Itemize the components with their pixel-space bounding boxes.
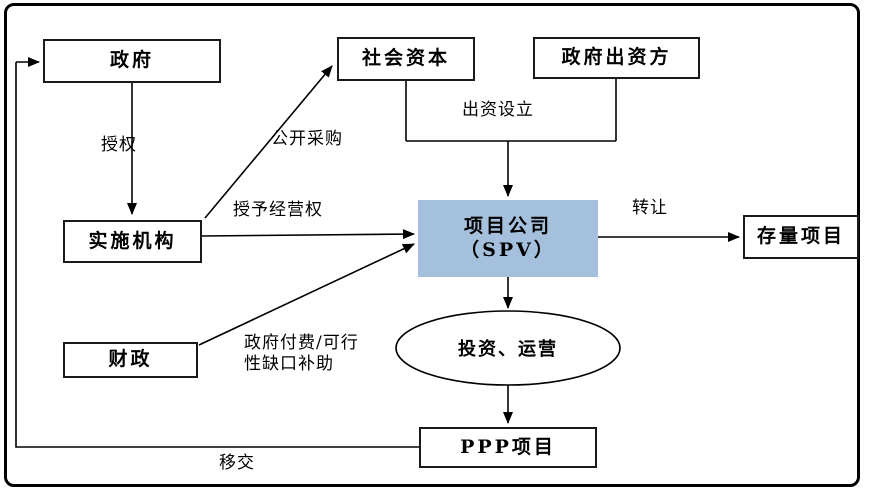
edge-label-gov-pay-subsidy: 政府付费/可行 性缺口补助 [244,333,359,375]
edge-label-authorize: 授权 [101,135,137,155]
edge-label-transfer-assign: 转让 [632,198,668,218]
edge-label-grant-franchise: 授予经营权 [233,200,323,220]
edge-handover-loop [15,62,419,448]
node-existing-projects: 存量项目 [743,215,859,259]
node-spv: 项目公司 （SPV） [418,200,598,277]
edge-grant-franchise [201,229,415,240]
edge-label-invest-establish: 出资设立 [462,100,534,120]
node-implementing-agency: 实施机构 [63,220,202,263]
node-invest-operate-label: 投资、运营 [458,339,558,360]
node-gov-investor-label: 政府出资方 [561,46,672,69]
node-social-capital-label: 社会资本 [361,47,450,70]
node-government-label: 政府 [109,49,154,72]
edge-label-handover: 移交 [219,453,255,473]
edge-label-gov-pay-line2: 性缺口补助 [244,354,334,374]
node-gov-investor: 政府出资方 [533,37,700,79]
node-finance: 财政 [63,342,198,378]
node-ppp-project: PPP项目 [419,427,597,468]
node-ppp-project-label: PPP项目 [460,435,556,458]
edge-gov-pay-subsidy [198,243,415,346]
edge-label-public-procurement: 公开采购 [271,129,343,149]
node-government: 政府 [43,39,221,83]
edge-label-gov-pay-line1: 政府付费/可行 [244,333,359,353]
node-existing-projects-label: 存量项目 [756,225,845,248]
node-finance-label: 财政 [108,348,153,371]
node-implementing-agency-label: 实施机构 [88,229,177,252]
node-social-capital: 社会资本 [337,37,475,81]
node-spv-label-line1: 项目公司 [463,214,552,237]
edge-public-procurement [204,65,333,219]
node-spv-label-line2: （SPV） [460,238,556,261]
